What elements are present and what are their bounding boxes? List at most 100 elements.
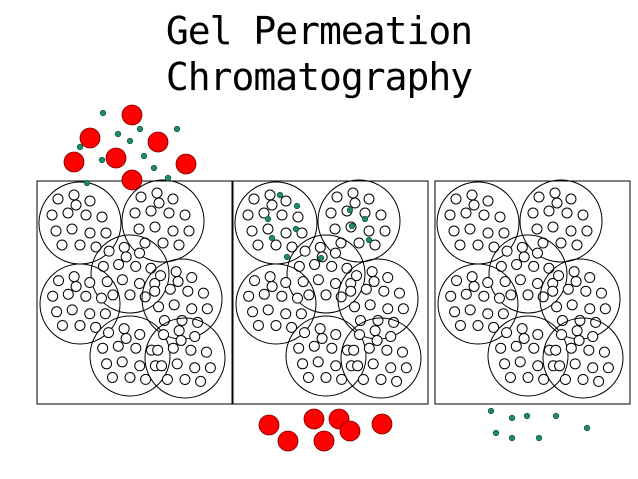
large-molecule	[121, 104, 143, 126]
column-panel-1	[36, 179, 233, 405]
pore	[445, 290, 457, 302]
pore	[153, 301, 165, 313]
pore	[302, 371, 314, 383]
large-molecule	[147, 131, 169, 153]
large-molecule	[79, 127, 101, 149]
pore	[90, 241, 102, 253]
pore	[391, 375, 403, 387]
pore	[349, 197, 361, 209]
pore	[598, 346, 610, 358]
pore	[385, 362, 397, 374]
pore	[320, 371, 332, 383]
pore	[331, 191, 343, 203]
pore	[472, 319, 484, 331]
pore	[120, 332, 132, 344]
pore	[163, 207, 175, 219]
pore	[182, 285, 194, 297]
pore	[556, 314, 568, 326]
pore	[84, 195, 96, 207]
small-molecule	[365, 236, 373, 244]
pore	[96, 211, 108, 223]
pore	[499, 276, 511, 288]
small-molecule	[150, 164, 158, 172]
pore	[330, 278, 342, 290]
pore	[543, 262, 555, 274]
pore	[378, 285, 390, 297]
pore	[532, 278, 544, 290]
pore	[130, 260, 142, 272]
pore	[248, 193, 260, 205]
gel-bead	[121, 179, 205, 263]
pore	[494, 211, 506, 223]
large-molecule	[313, 430, 335, 452]
bead-outline	[487, 315, 569, 397]
pore	[258, 288, 270, 300]
pore	[551, 301, 563, 313]
pore	[460, 288, 472, 300]
pore	[448, 225, 460, 237]
pore	[258, 207, 270, 219]
pore	[195, 375, 207, 387]
pore	[47, 290, 59, 302]
bead-outline	[285, 315, 367, 397]
column-panel-3	[434, 179, 631, 405]
pore	[103, 245, 115, 257]
bead-outline	[286, 234, 366, 314]
pore	[243, 290, 255, 302]
pore	[351, 270, 363, 282]
pore	[124, 289, 136, 301]
pore	[201, 303, 213, 315]
pore	[528, 260, 540, 272]
bead-outline	[317, 179, 401, 263]
pore	[472, 239, 484, 251]
small-molecule	[140, 152, 148, 160]
pore	[297, 358, 309, 370]
gel-bead	[38, 181, 122, 265]
small-molecule	[126, 137, 134, 145]
pore	[482, 277, 494, 289]
pore	[326, 260, 338, 272]
gel-bead	[144, 317, 226, 399]
gel-bead	[340, 317, 422, 399]
pore	[330, 247, 342, 259]
small-molecule	[264, 215, 272, 223]
small-molecule	[283, 253, 291, 261]
gel-bead	[317, 179, 401, 263]
gel-bead	[487, 315, 569, 397]
pore	[276, 209, 288, 221]
pore	[97, 260, 109, 272]
pore	[510, 340, 522, 352]
pore	[280, 277, 292, 289]
small-molecule	[276, 191, 284, 199]
pore	[124, 371, 136, 383]
pore	[493, 292, 505, 304]
pore	[170, 266, 182, 278]
pore	[299, 245, 311, 257]
pore	[584, 272, 596, 284]
pore	[276, 290, 288, 302]
pore	[84, 277, 96, 289]
pore	[320, 289, 332, 301]
pore	[488, 241, 500, 253]
pore	[84, 227, 96, 239]
pore	[593, 375, 605, 387]
bead-outline	[144, 317, 226, 399]
pore	[167, 193, 179, 205]
pore	[498, 227, 510, 239]
pore	[316, 332, 328, 344]
pore	[360, 283, 372, 295]
pore	[264, 189, 276, 201]
pore	[454, 239, 466, 251]
pore	[573, 334, 585, 346]
pore	[518, 332, 530, 344]
pore	[352, 360, 364, 372]
pore	[66, 304, 78, 316]
large-molecule	[303, 408, 325, 430]
pore	[533, 191, 545, 203]
pore	[482, 195, 494, 207]
small-molecule	[268, 234, 276, 242]
pore	[247, 306, 259, 318]
pore	[292, 211, 304, 223]
small-molecule	[583, 424, 591, 432]
pore	[286, 241, 298, 253]
